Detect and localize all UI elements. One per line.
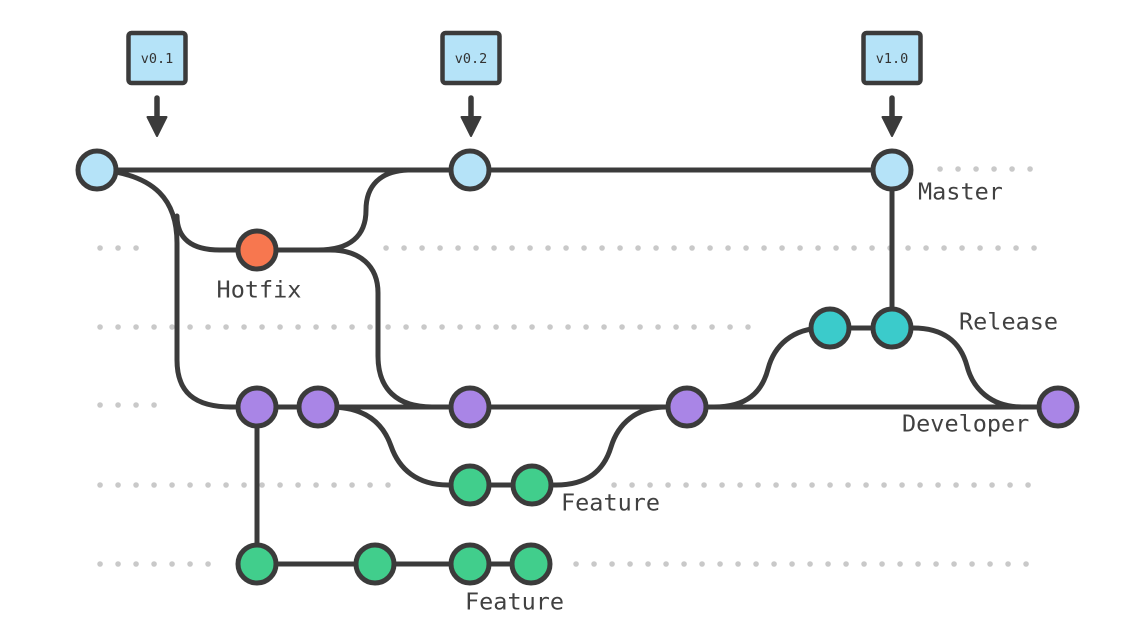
commit-node-developer xyxy=(665,385,709,429)
commit-nodes-layer xyxy=(75,148,1080,586)
feature-upper-merge xyxy=(529,404,669,488)
commit-node-feature xyxy=(235,542,279,586)
commit-node-feature xyxy=(510,463,554,507)
feature-upper-branch-off xyxy=(327,404,473,488)
branch-label-developer: Developer xyxy=(902,410,1029,438)
branch-label-master: Master xyxy=(918,178,1003,206)
tag-label-v0.2: v0.2 xyxy=(455,51,488,67)
tag-label-v1.0: v1.0 xyxy=(876,51,909,67)
commit-node-feature xyxy=(509,542,553,586)
hotfix-merge-to-master xyxy=(292,167,411,253)
tag-box-v0.1 xyxy=(126,30,188,86)
down-arrow-head-icon xyxy=(146,116,168,137)
master-to-developer-branch xyxy=(100,167,260,410)
tag-box-v1.0 xyxy=(861,30,923,86)
commit-node-master xyxy=(75,148,119,192)
hotfix-merge-to-developer xyxy=(292,247,473,410)
commit-node-feature xyxy=(353,542,397,586)
dotted-gridlines-layer xyxy=(97,166,1047,567)
branch-label-feature: Feature xyxy=(465,588,564,616)
commit-node-feature xyxy=(448,542,492,586)
release-branch-off xyxy=(697,325,827,410)
branch-label-hotfix: Hotfix xyxy=(217,276,302,304)
commit-node-developer xyxy=(296,385,340,429)
branch-labels-layer: MasterHotfixReleaseDeveloperFeatureFeatu… xyxy=(217,178,1058,616)
commit-node-feature xyxy=(448,463,492,507)
commit-node-developer xyxy=(1036,385,1080,429)
commit-node-hotfix xyxy=(235,228,279,272)
commit-node-developer xyxy=(448,385,492,429)
branch-label-feature: Feature xyxy=(561,489,660,517)
tag-box-v0.2 xyxy=(440,30,502,86)
tag-label-v0.1: v0.1 xyxy=(141,51,174,67)
branch-label-release: Release xyxy=(959,308,1058,336)
commit-node-developer xyxy=(235,385,279,429)
commit-node-master xyxy=(448,148,492,192)
commit-node-release xyxy=(808,306,852,350)
commit-node-release xyxy=(870,306,914,350)
down-arrow-head-icon xyxy=(460,116,482,137)
down-arrow-head-icon xyxy=(881,116,903,137)
version-tags-layer: v0.1 v0.2 v1.0 xyxy=(126,30,923,137)
commit-node-master xyxy=(870,148,914,192)
release-merge-to-developer xyxy=(897,325,1025,410)
